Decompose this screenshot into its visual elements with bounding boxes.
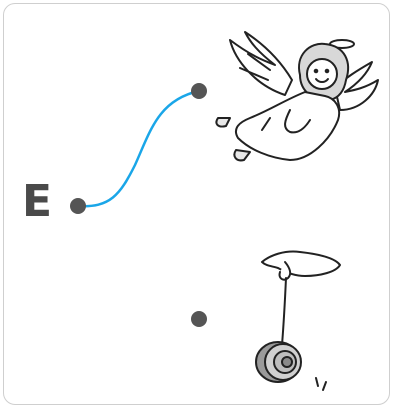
- angel-dot[interactable]: [191, 83, 207, 99]
- yoyo-dot[interactable]: [191, 311, 207, 327]
- angel-icon: [216, 32, 378, 160]
- connection-line[interactable]: [78, 91, 199, 206]
- yoyo-icon: [256, 252, 340, 390]
- letter-dot[interactable]: [70, 198, 86, 214]
